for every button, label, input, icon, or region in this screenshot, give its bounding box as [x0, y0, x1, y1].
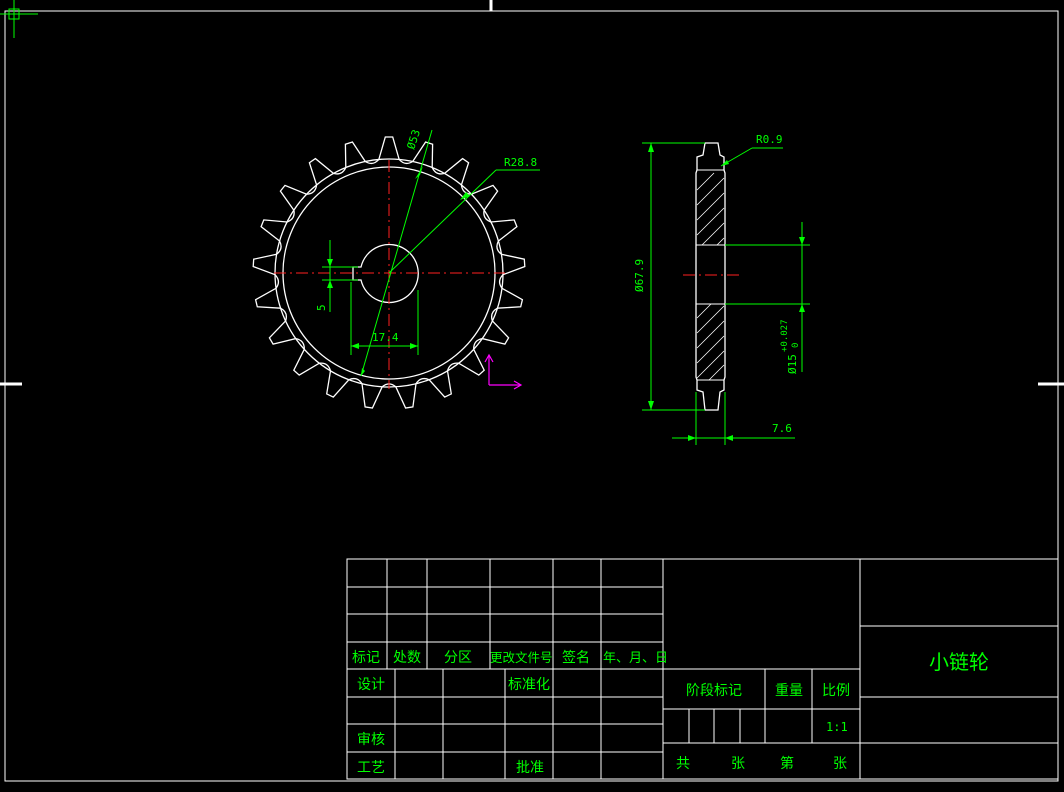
crosshair-cursor-icon — [0, 0, 38, 38]
tb-stage-mark: 阶段标记 — [686, 683, 742, 699]
dim-thick-7-6: 7.6 — [772, 422, 792, 435]
tb-total: 共 — [676, 756, 690, 772]
tb-process: 工艺 — [357, 760, 385, 776]
dim-key-5: 5 — [315, 304, 328, 311]
dim-bore-tol-upper: +0.027 — [780, 319, 790, 352]
dim-dia-67-9: Ø67.9 — [633, 259, 646, 292]
front-dimensions: Ø53 R28.8 17.4 5 — [315, 128, 540, 377]
tb-header-signature: 签名 — [562, 649, 590, 666]
sprocket-teeth-profile — [252, 136, 526, 409]
tb-design: 设计 — [357, 677, 385, 693]
dim-hub-17-4: 17.4 — [372, 331, 399, 344]
dim-r-0-9: R0.9 — [756, 133, 783, 146]
tb-scale: 比例 — [822, 683, 850, 699]
tb-standardize: 标准化 — [508, 677, 550, 693]
dim-dia-53: Ø53 — [404, 128, 423, 151]
tb-review: 审核 — [357, 732, 385, 748]
title-block: 标记 处数 分区 更改文件号 签名 年、月、日 设计 标准化 审核 工艺 批准 … — [346, 558, 1059, 780]
side-dimensions: Ø67.9 R0.9 Ø15 0 +0.027 7.6 — [633, 133, 810, 445]
hatch-lower — [696, 303, 725, 381]
bore-keyway — [352, 243, 419, 304]
tb-page: 第 — [780, 755, 794, 772]
dim-bore-0: 0 — [791, 343, 801, 348]
centering-marks — [0, 0, 1064, 386]
tb-header-date: 年、月、日 — [603, 651, 668, 666]
ucs-axis-icon — [484, 353, 523, 390]
tb-header-change-doc: 更改文件号 — [490, 650, 553, 665]
tb-sheet: 张 — [731, 756, 745, 772]
sprocket-front-view — [252, 136, 526, 409]
tb-approve: 批准 — [516, 760, 544, 776]
side-outline — [695, 142, 726, 411]
tb-header-count: 处数 — [393, 650, 421, 666]
tb-part-name: 小链轮 — [929, 650, 989, 674]
drawing-border — [4, 10, 1059, 782]
tb-weight: 重量 — [775, 683, 803, 699]
sprocket-side-view — [683, 142, 740, 411]
hatch-upper — [696, 172, 725, 246]
dim-bore-15: Ø15 — [786, 354, 799, 374]
tb-header-mark: 标记 — [352, 650, 380, 666]
tb-scale-value: 1:1 — [826, 720, 848, 734]
tb-sheet2: 张 — [833, 756, 847, 772]
dim-r-28-8: R28.8 — [504, 156, 537, 169]
tb-header-zone: 分区 — [444, 650, 472, 666]
